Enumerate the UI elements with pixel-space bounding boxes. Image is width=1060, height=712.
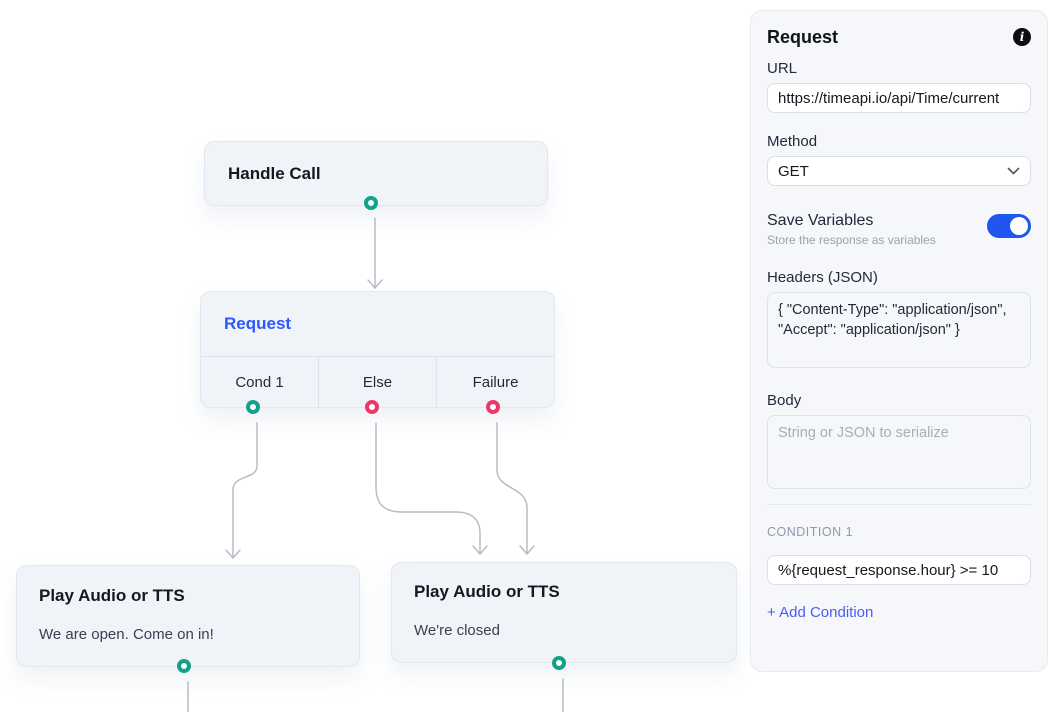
branch-cond-1[interactable]: Cond 1 xyxy=(235,374,284,391)
node-subtitle: We're closed xyxy=(414,622,500,639)
info-icon[interactable]: i xyxy=(1013,28,1031,46)
add-condition-link[interactable]: + Add Condition xyxy=(767,604,874,621)
edge-arrow xyxy=(519,545,535,555)
request-properties-panel: Request i URL Method GET Save Variables … xyxy=(750,10,1048,672)
branch-else[interactable]: Else xyxy=(318,357,436,408)
node-request[interactable]: Request Cond 1 Else Failure xyxy=(200,291,555,408)
node-play-audio-open[interactable]: Play Audio or TTS We are open. Come on i… xyxy=(16,565,360,667)
else-output-handle[interactable] xyxy=(365,400,379,414)
edge-arrow xyxy=(367,279,383,289)
body-textarea[interactable] xyxy=(767,415,1031,489)
body-label: Body xyxy=(767,392,802,409)
chevron-down-icon xyxy=(1007,167,1020,175)
play-closed-output-handle[interactable] xyxy=(552,656,566,670)
headers-label: Headers (JSON) xyxy=(767,269,878,286)
save-variables-toggle[interactable] xyxy=(987,214,1031,238)
cond1-output-handle[interactable] xyxy=(246,400,260,414)
panel-title: Request xyxy=(767,26,839,47)
toggle-knob xyxy=(1010,217,1028,235)
edge-else-playclosed xyxy=(375,422,481,555)
node-title: Request xyxy=(224,314,292,333)
branch-row: Cond 1 Else Failure xyxy=(201,356,554,408)
play-open-output-handle[interactable] xyxy=(177,659,191,673)
edge-cond1-playopen xyxy=(232,422,258,559)
edge-arrow xyxy=(225,549,241,559)
edge-arrow xyxy=(472,545,488,555)
node-title: Handle Call xyxy=(228,163,321,183)
condition-1-label: CONDITION 1 xyxy=(767,525,854,539)
section-divider xyxy=(767,504,1031,505)
save-variables-description: Store the response as variables xyxy=(767,233,936,247)
url-label: URL xyxy=(767,60,798,77)
method-select[interactable]: GET xyxy=(767,156,1031,186)
method-select-value: GET xyxy=(778,162,809,180)
method-label: Method xyxy=(767,133,818,150)
url-input[interactable] xyxy=(767,83,1031,113)
node-handle-call[interactable]: Handle Call xyxy=(204,141,548,206)
failure-output-handle[interactable] xyxy=(486,400,500,414)
node-title: Play Audio or TTS xyxy=(39,586,185,605)
branch-failure[interactable]: Failure xyxy=(436,357,554,408)
condition-1-input[interactable] xyxy=(767,555,1031,585)
node-title: Play Audio or TTS xyxy=(414,582,560,601)
handle-call-output-handle[interactable] xyxy=(364,196,378,210)
save-variables-label: Save Variables xyxy=(767,212,874,229)
headers-textarea[interactable]: { "Content-Type": "application/json", "A… xyxy=(767,292,1031,368)
node-subtitle: We are open. Come on in! xyxy=(39,626,214,643)
edge-failure-playclosed xyxy=(496,422,528,555)
node-play-audio-closed[interactable]: Play Audio or TTS We're closed xyxy=(391,562,737,663)
